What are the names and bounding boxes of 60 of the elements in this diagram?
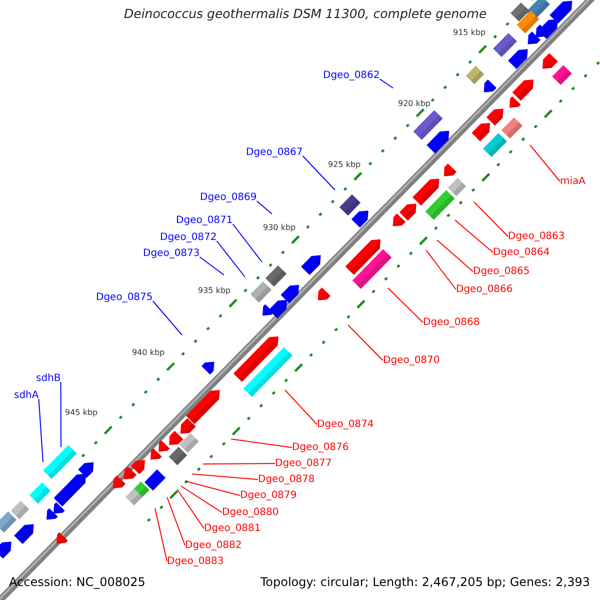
gene-label: Dgeo_0882 [185,539,242,552]
position-label: 925 kbp [328,160,361,170]
leader-line [202,463,276,464]
position-label: 945 kbp [65,408,98,418]
leader-line [348,324,384,361]
gene-label: Dgeo_0877 [275,457,332,470]
gene-label: Dgeo_0874 [317,418,374,431]
leader-line [379,78,394,88]
gene-label: Dgeo_0880 [222,506,279,519]
footer-note: Accession: NC_008025 [9,575,146,590]
leader-line [232,224,262,262]
gene-label: Dgeo_0863 [508,230,565,243]
gene-label: Dgeo_0883 [167,555,224,568]
position-label: 920 kbp [398,99,431,109]
leader-line [454,220,494,253]
gene-label: Dgeo_0876 [292,441,349,454]
leader-line [388,288,424,323]
gene-label: sdhB [36,372,61,385]
position-label: 935 kbp [198,286,231,296]
gene-label: Dgeo_0881 [204,522,261,535]
leader-line [176,488,204,529]
leader-line [184,480,240,496]
leader-line [436,240,474,272]
leader-line [60,382,62,448]
gene-label: Dgeo_0872 [160,231,217,244]
leader-line [302,156,336,190]
leader-line [216,240,246,278]
leader-line [152,300,182,336]
leader-line [166,496,186,546]
position-label: 915 kbp [453,28,486,38]
footer-note: Topology: circular; Length: 2,467,205 bp; Genes: 2,393 [260,575,590,590]
gene-label: Dgeo_0871 [176,214,233,227]
gene-label: Dgeo_0862 [323,69,380,82]
gene-label: Dgeo_0870 [383,354,440,367]
leader-line [426,250,456,290]
diagram-title: Deinococcus geothermalis DSM 11300, complete genome [124,6,487,22]
gene-label: sdhA [14,389,39,402]
leader-line [199,256,224,276]
leader-line [530,144,560,182]
gene-label: miaA [560,175,586,188]
gene-label: Dgeo_0879 [240,489,297,502]
gene-label: Dgeo_0865 [473,265,530,278]
gene-label: Dgeo_0869 [200,191,257,204]
leader-line [474,202,508,237]
leader-line [154,508,168,562]
gene-label: Dgeo_0875 [96,291,153,304]
leader-line [38,398,44,462]
leader-line [192,474,258,480]
gene-label: Dgeo_0864 [493,246,550,259]
gene-label: Dgeo_0867 [246,146,303,159]
leader-line [284,390,318,425]
gene-label: Dgeo_0878 [258,473,315,486]
leader-line [180,486,222,513]
leader-line [256,200,272,214]
position-label: 940 kbp [132,348,165,358]
leader-line [230,438,292,448]
gene-label: Dgeo_0868 [423,316,480,329]
gene-label: Dgeo_0873 [143,247,200,260]
position-label: 930 kbp [263,223,296,233]
gene-label: Dgeo_0866 [456,283,513,296]
